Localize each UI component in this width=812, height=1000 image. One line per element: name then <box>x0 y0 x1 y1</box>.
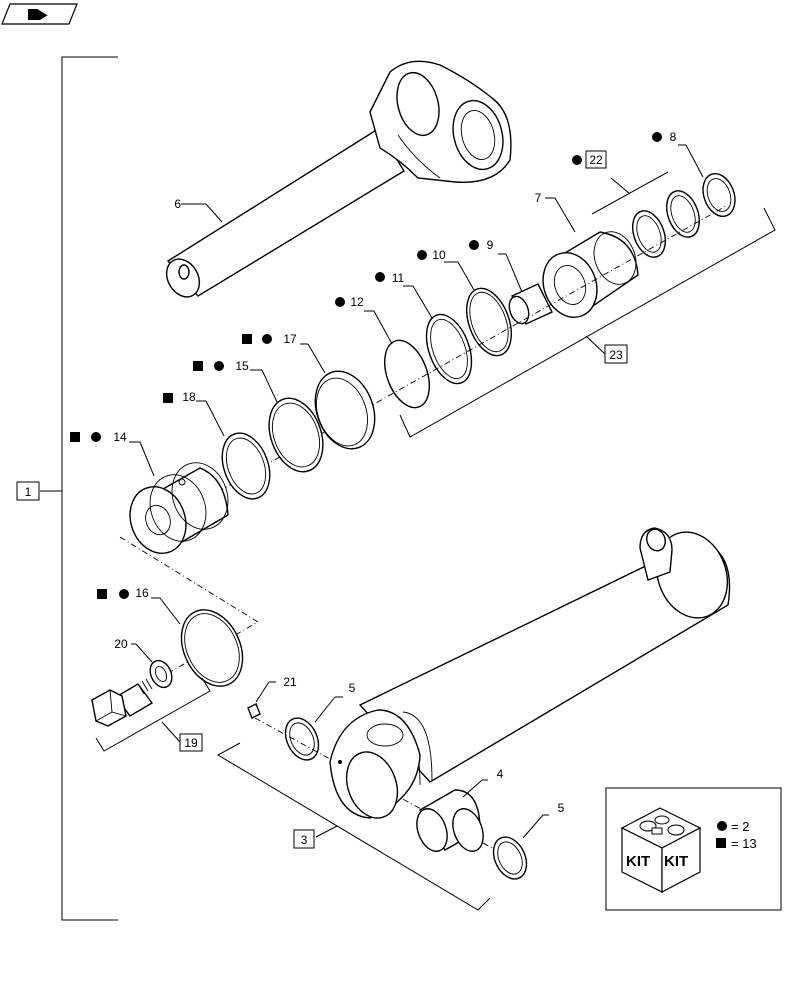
seal-kit-bracket-23: 23 <box>399 207 776 438</box>
bushing-part-9: 9 <box>469 238 553 325</box>
kit-box-icon: KIT KIT <box>620 807 702 893</box>
callout-8: 8 <box>670 130 677 144</box>
piston-part-14: 14 <box>70 430 229 554</box>
wear-ring-part-17: 17 <box>242 332 376 450</box>
callout-4: 4 <box>497 767 504 781</box>
seal-part-5-upper: 5 <box>284 681 356 761</box>
circle-legend-text: = 2 <box>731 819 749 834</box>
square-legend-text: = 13 <box>731 836 757 851</box>
circle-marker <box>572 155 582 165</box>
callout-11: 11 <box>392 271 405 285</box>
callout-20: 20 <box>114 637 128 651</box>
callout-10: 10 <box>432 248 446 262</box>
cylinder-barrel <box>329 527 731 819</box>
kit-ref-19: 19 <box>184 736 198 750</box>
circle-symbol <box>717 821 727 831</box>
callout-7: 7 <box>535 191 542 205</box>
barrel-kit-bracket-3: 3 <box>216 742 491 911</box>
o-ring-part-16: 16 <box>97 586 244 687</box>
seal-ring-part-11: 11 <box>375 271 473 385</box>
kit-ref-3: 3 <box>301 833 308 847</box>
o-ring-part-12: 12 <box>335 295 430 409</box>
bolt-kit-bracket-19: 19 <box>95 677 211 752</box>
callout-6: 6 <box>174 197 181 211</box>
callout-21: 21 <box>283 675 297 689</box>
seal-ring-part-10: 10 <box>417 248 512 357</box>
callout-14: 14 <box>113 430 127 444</box>
callout-5-upper: 5 <box>349 681 356 695</box>
callout-9: 9 <box>487 238 494 252</box>
square-symbol <box>716 838 726 848</box>
seal-ring-part-15: 15 <box>193 359 324 473</box>
kit-ref-22: 22 <box>589 153 603 167</box>
assembly-ref-1: 1 <box>25 485 32 499</box>
navigation-icon[interactable] <box>1 3 78 25</box>
seal-rings-22: 22 <box>572 150 701 258</box>
seal-ring-part-8: 8 <box>652 130 736 218</box>
wear-ring-part-18: 18 <box>163 390 271 500</box>
assembly-bracket: 1 <box>16 56 118 921</box>
callout-16: 16 <box>135 586 149 600</box>
gland-part-7: 7 <box>535 191 639 318</box>
callout-12: 12 <box>350 295 364 309</box>
kit-legend: KIT KIT = 2 = 13 <box>605 787 782 911</box>
seal-part-5-lower: 5 <box>492 801 565 880</box>
kit-label-right: KIT <box>664 853 688 870</box>
washer-part-20: 20 <box>114 637 173 689</box>
bushing-part-4: 4 <box>416 767 504 852</box>
bolt <box>91 678 154 727</box>
kit-ref-23: 23 <box>609 348 623 362</box>
callout-15: 15 <box>235 359 249 373</box>
callout-5-lower: 5 <box>558 801 565 815</box>
grease-fitting-part-21: 21 <box>247 675 297 719</box>
callout-17: 17 <box>283 332 297 346</box>
piston-rod-part-6: 6 <box>165 60 512 298</box>
callout-18: 18 <box>182 390 196 404</box>
kit-label-left: KIT <box>626 853 650 870</box>
